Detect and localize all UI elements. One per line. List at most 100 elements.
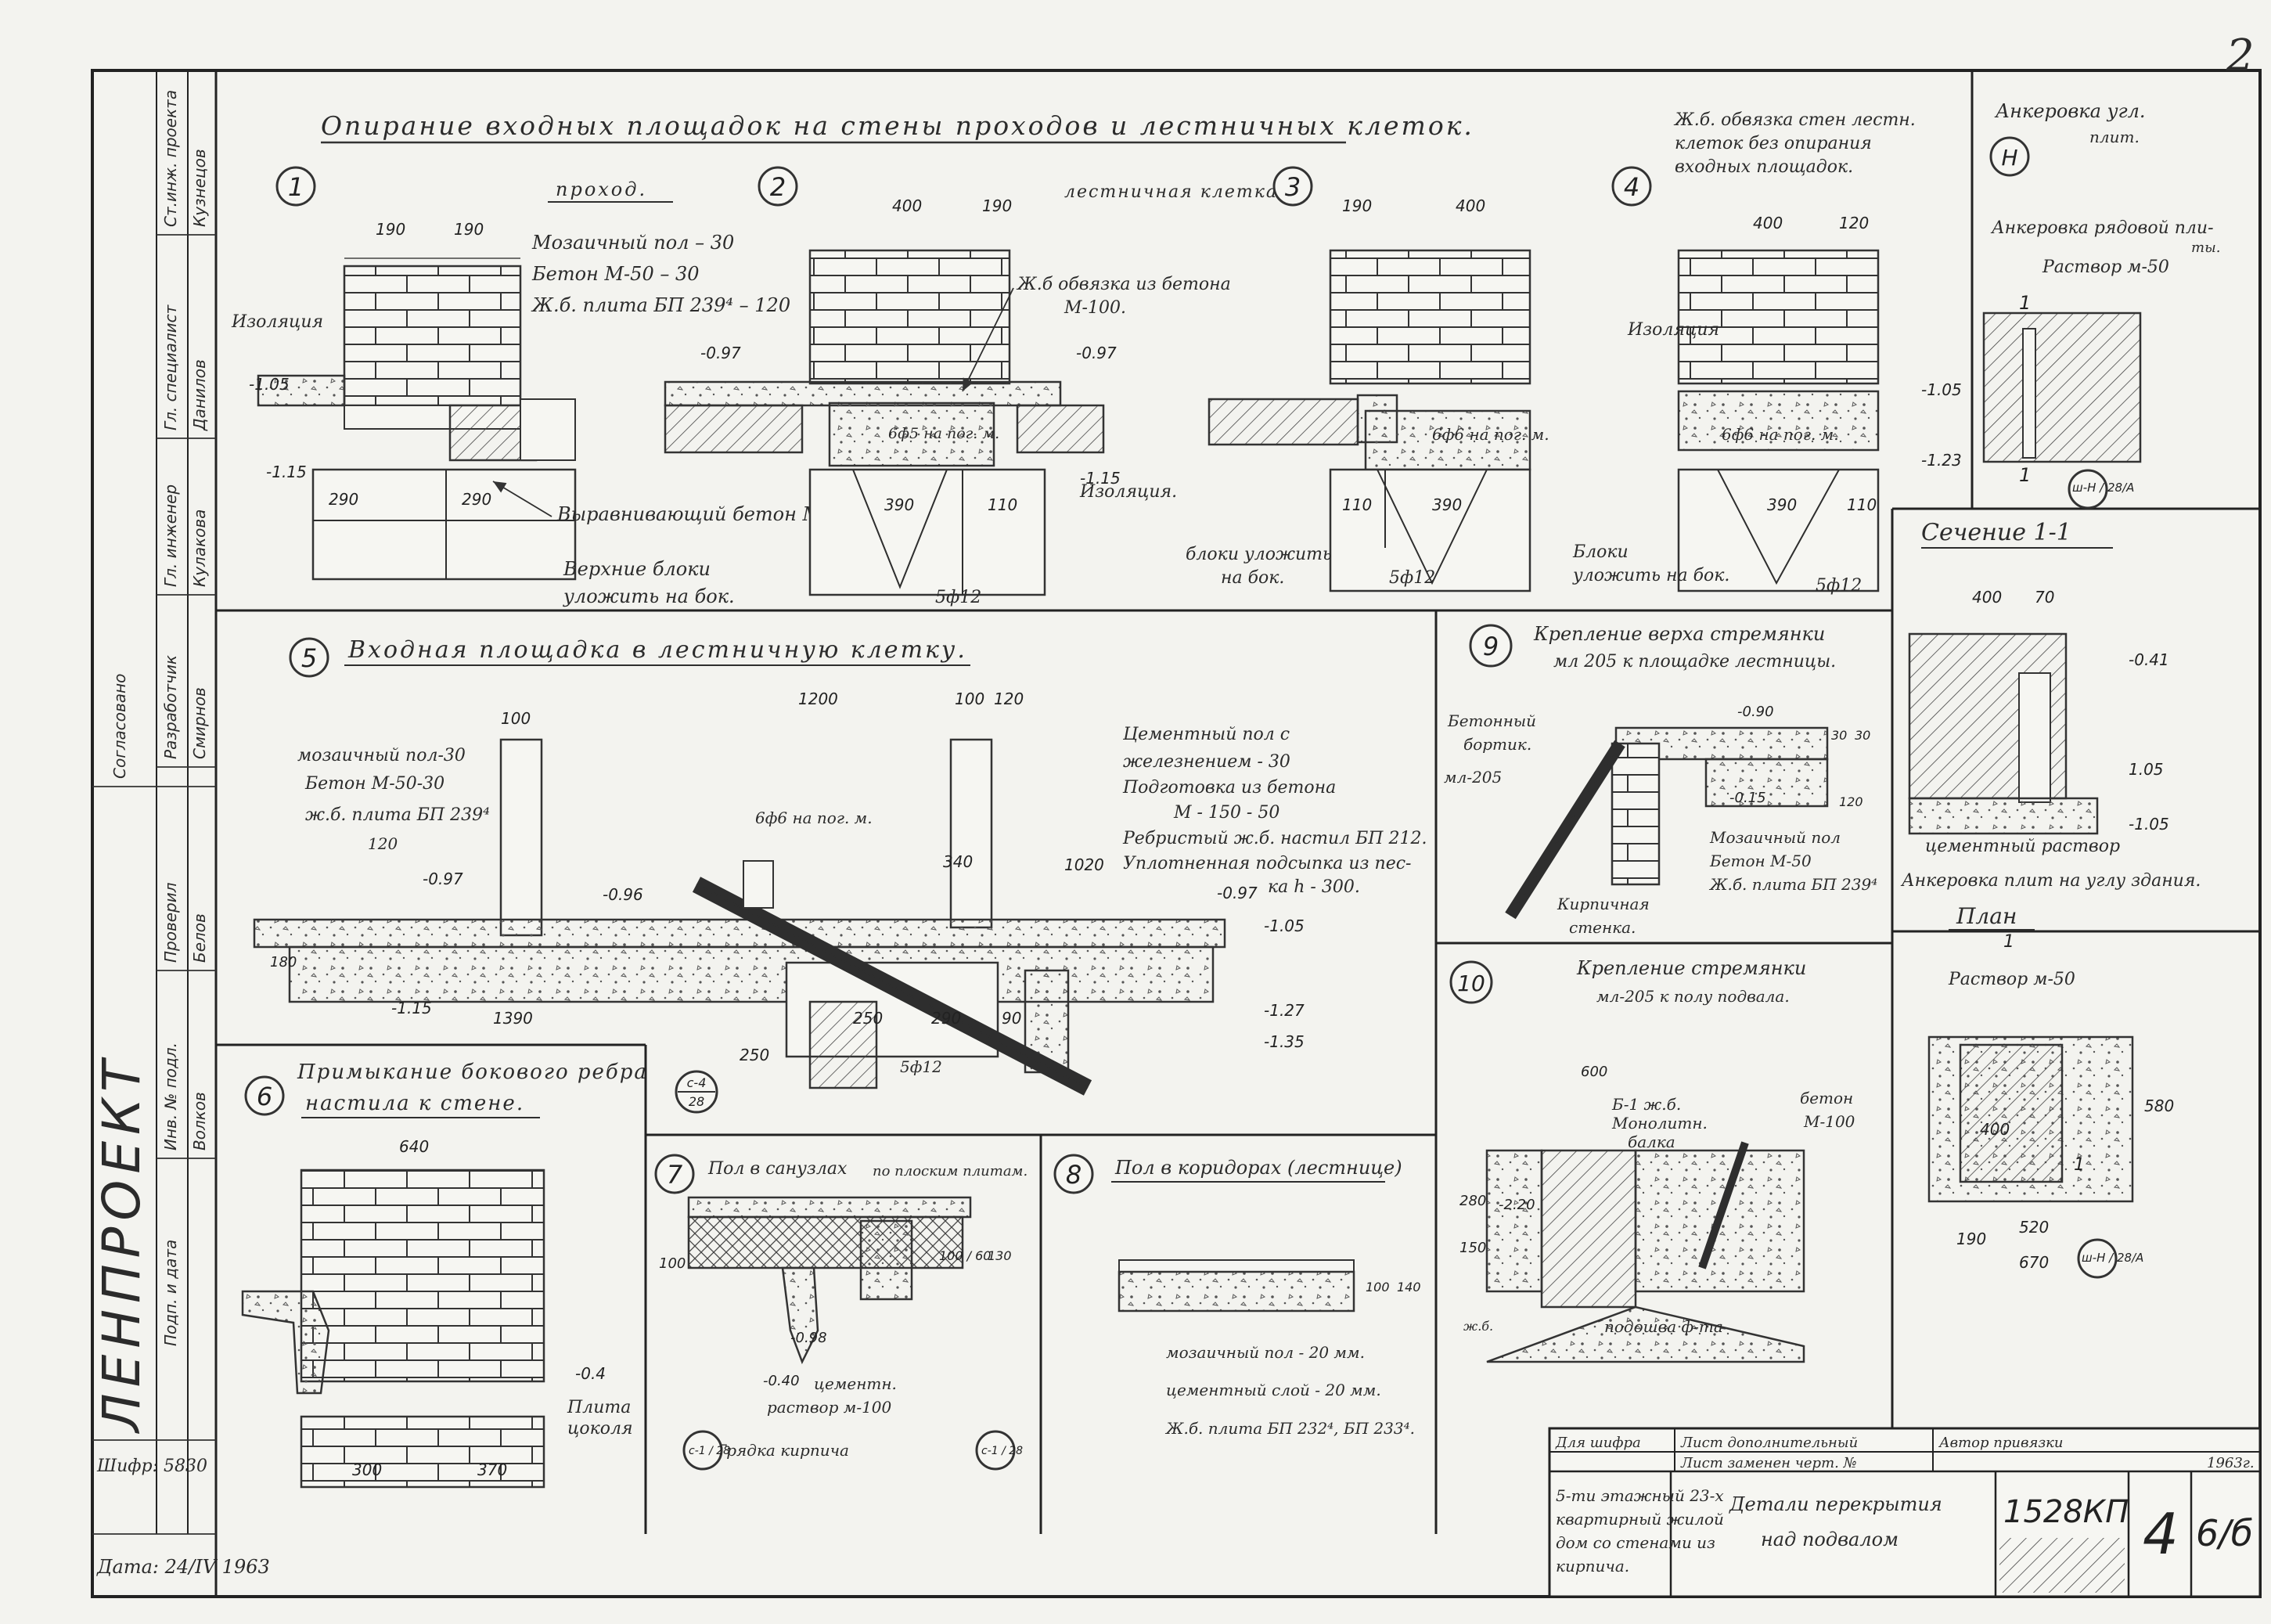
detail-2-title: лестничная клетка. (1064, 182, 1285, 202)
detail-3: 3 190 400 110 390 6ф6 на пог. м. блоки у… (1186, 166, 1549, 592)
d7-note-mortar: цементн. (814, 1374, 897, 1393)
detail-8: 8 Пол в коридорах (лестнице) мозаичный п… (1053, 1154, 1421, 1438)
stamp-name-2: Данилов (190, 359, 209, 431)
d9-note-brick: Кирпичная (1557, 895, 1650, 913)
d6-dim-a: 640 (399, 1137, 429, 1156)
tb-sheet-title-2: над подвалом (1761, 1529, 1898, 1550)
dim-1d: 290 (462, 490, 491, 509)
company-name: ЛЕНПРОЕКТ (92, 1054, 152, 1434)
stamp-name-1: Кузнецов (190, 149, 209, 227)
d5-right-3: Подготовка из бетона (1122, 778, 1336, 798)
sec-dim-e: -1.05 (2129, 815, 2169, 834)
d3-note-blocks2: на бок. (1221, 568, 1284, 588)
d1-layer-3: Ж.б. плита БП 239⁴ – 120 (531, 294, 790, 316)
foundation-block-4 (1677, 468, 1880, 592)
brick-wall-2 (808, 249, 1011, 385)
concrete-beam-2 (828, 401, 995, 467)
detail-1: 1 проход. 190 190 290 290 -1.05 -1.15 Мо… (231, 166, 870, 607)
concrete-layer-1 (257, 374, 346, 407)
detail-number-2: 2 (770, 172, 786, 202)
d5-dim-b: 1200 (798, 690, 838, 708)
d6-dim-b: 300 (352, 1460, 382, 1479)
d6-brick-wall (300, 1168, 545, 1383)
d3-note-rebar: 6ф6 на пог. м. (1432, 425, 1549, 444)
d1-note-blocks: Верхние блоки (563, 558, 711, 580)
sec-dim-c: -0.41 (2129, 650, 2169, 669)
d5-dim-r: -1.35 (1264, 1032, 1305, 1051)
d9-title-2: мл 205 к площадке лестницы. (1553, 652, 1836, 672)
d1-layer-1: Мозаичный пол – 30 (531, 232, 734, 254)
d5-dim-a: 100 (501, 709, 531, 728)
d5-dim-o: 290 (931, 1009, 961, 1028)
stamp-row-2: Гл. специалист (161, 304, 180, 430)
detail-7: 7 Пол в санузлах по плоским плитам. -0.9… (654, 1154, 1028, 1471)
dim-2d: -0.97 (1076, 344, 1117, 362)
d10-note-m100: М-100 (1803, 1112, 1855, 1131)
d5-dim-q: -1.27 (1264, 1001, 1305, 1020)
plan-cut-2: 1 (2074, 1155, 2085, 1175)
d9-note-slab: Ж.б. плита БП 239⁴ (1708, 875, 1877, 894)
d5-dim-e: -0.97 (423, 870, 463, 888)
d9-dim-b: 30 (1855, 728, 1870, 743)
tb-project-1: 5-ти этажный 23-х (1556, 1486, 1724, 1505)
d2-note-beam: Ж.б обвязка из бетона (1016, 275, 1231, 294)
dim-1f: -1.15 (266, 463, 307, 481)
d10-level: -2.20 (1499, 1197, 1535, 1213)
foundation-block-2 (808, 468, 1046, 596)
sec-dim-d: 1.05 (2129, 760, 2164, 779)
d2-note-rebar: 6ф5 на пог. м. (888, 425, 999, 442)
d10-dim-c: 150 (1459, 1240, 1486, 1256)
d4-note-5f12: 5ф12 (1816, 576, 1862, 596)
d5-right-5: Ребристый ж.б. настил БП 212. (1122, 829, 1427, 848)
d2-note-isolation: Изоляция. (1079, 482, 1177, 502)
detail-number-6: 6 (257, 1082, 272, 1111)
d5-dim-g: -1.15 (391, 999, 432, 1017)
detail-bubble-3 (1272, 166, 1313, 207)
d5-right-6: Уплотненная подсыпка из пес- (1123, 854, 1411, 873)
d5-note-5f12: 5ф12 (900, 1057, 942, 1076)
dim-2b: 190 (982, 196, 1012, 215)
dim-3b: 400 (1456, 196, 1485, 215)
plan-dim-a: 190 (1956, 1230, 1986, 1248)
stamp-row-4: Разработчик (161, 655, 180, 759)
d10-note-monolith: Монолитн. (1611, 1114, 1708, 1132)
tb-sheet: 6/б (2196, 1512, 2253, 1554)
d10-title-2: мл-205 к полу подвала. (1596, 987, 1790, 1006)
dim-3a: 190 (1342, 196, 1372, 215)
detail-label-H: Н (2001, 145, 2017, 171)
dim-4b: 120 (1839, 214, 1869, 232)
tb-project-4: кирпича. (1556, 1557, 1629, 1575)
detail-bubble-6 (244, 1075, 285, 1116)
d7-note-mortar2: раствор м-100 (767, 1398, 892, 1417)
stamp-name-6: Волков (190, 1092, 209, 1150)
d5-wall-left (499, 738, 543, 937)
d10-note-b1: Б-1 ж.б. (1611, 1095, 1681, 1114)
sec-dim-a: 400 (1972, 588, 2002, 607)
d10-note-rc: ж.б. (1463, 1319, 1493, 1334)
detail-6: 6 Примыкание бокового ребра настила к ст… (241, 1060, 646, 1489)
d4-note-isolation: Изоляция (1627, 320, 1719, 340)
d5-dim-f: -0.96 (603, 885, 643, 904)
detail-1-title: проход. (556, 178, 647, 200)
d9-note-ml205: мл-205 (1444, 768, 1502, 787)
stamp-cipher: Шифр: 5830 (96, 1457, 207, 1476)
stamp-row-3: Гл. инженер (161, 484, 180, 587)
d4-note-rebar: 6ф6 на пог. м. (1722, 425, 1839, 444)
detail-number-5: 5 (301, 643, 317, 673)
dH-mark-1: -1.05 (1921, 380, 1962, 399)
brick-wall-1 (343, 265, 522, 407)
stamp-row-8: Подп. и дата (161, 1240, 180, 1346)
d9-note-concrete: Бетон М-50 (1709, 852, 1812, 870)
tb-replaced: Лист заменен черт. № (1680, 1455, 1857, 1471)
d2-note-m100: М-100. (1064, 298, 1126, 318)
d9-note-wall: стенка. (1569, 918, 1636, 937)
dH-note-mortar: Раствор м-50 (2042, 257, 2169, 277)
tb-author: Автор привязки (1938, 1435, 2064, 1451)
d4-note-blocks2: уложить на бок. (1572, 566, 1729, 585)
dim-2e: -1.15 (1080, 469, 1121, 488)
detail-H: Анкеровка угл. плит. Н Анкеровка рядовой… (1921, 100, 2220, 510)
stamp-date: Дата: 24/IV 1963 (96, 1556, 270, 1578)
concrete-beam-4 (1677, 390, 1880, 452)
concrete-beam-3 (1364, 409, 1531, 471)
section-title: Сечение 1-1 (1921, 519, 2071, 546)
